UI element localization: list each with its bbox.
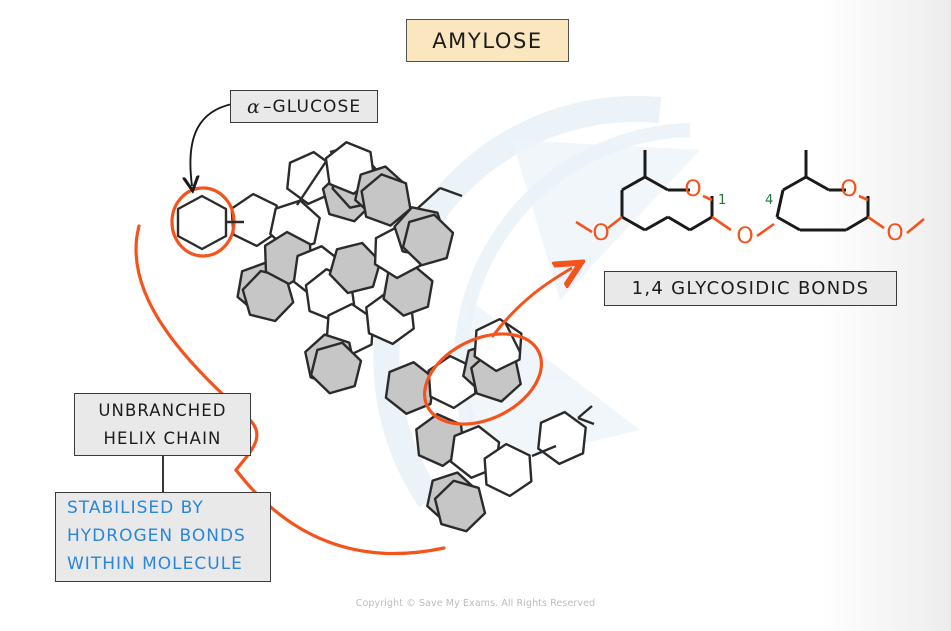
helix-line-2: HELIX CHAIN xyxy=(103,428,222,448)
title-text: AMYLOSE xyxy=(432,28,543,53)
helix-line-1: UNBRANCHED xyxy=(98,401,227,421)
glycosidic-bonds-label: 1,4 GLYCOSIDIC BONDS xyxy=(604,271,897,306)
unbranched-helix-label: UNBRANCHED HELIX CHAIN xyxy=(74,393,251,456)
alpha-glucose-label: α –GLUCOSE xyxy=(230,90,378,123)
amylose-helix-monomers xyxy=(229,137,595,538)
hydrogen-line-1: STABILISED BY xyxy=(67,498,204,519)
svg-text:O: O xyxy=(592,221,609,246)
carbon-4-label: 4 xyxy=(765,193,774,208)
carbon-1-label: 1 xyxy=(718,193,727,208)
copyright-notice: Copyright © Save My Exams. All Rights Re… xyxy=(355,598,596,609)
glycosidic-bonds-text: 1,4 GLYCOSIDIC BONDS xyxy=(631,278,870,299)
title-box: AMYLOSE xyxy=(406,19,569,62)
glucose-pointer-arrow xyxy=(190,103,233,186)
glycosidic-bond-structure: O O O O O xyxy=(575,150,925,249)
helix-outline-curve xyxy=(134,224,446,556)
hydrogen-line-2: HYDROGEN BONDS xyxy=(67,526,246,547)
glycosidic-pair-highlight xyxy=(422,332,544,426)
glucose-text: –GLUCOSE xyxy=(262,96,362,117)
hydrogen-line-3: WITHIN MOLECULE xyxy=(67,553,243,574)
svg-text:O: O xyxy=(886,221,903,246)
detail-pointer-arrow xyxy=(490,268,572,338)
svg-text:O: O xyxy=(840,177,857,202)
alpha-symbol: α xyxy=(247,95,261,118)
svg-text:O: O xyxy=(684,177,701,202)
svg-text:O: O xyxy=(736,224,753,249)
alpha-glucose-highlight xyxy=(170,186,244,258)
hydrogen-bonds-label: STABILISED BY HYDROGEN BONDS WITHIN MOLE… xyxy=(55,492,271,582)
